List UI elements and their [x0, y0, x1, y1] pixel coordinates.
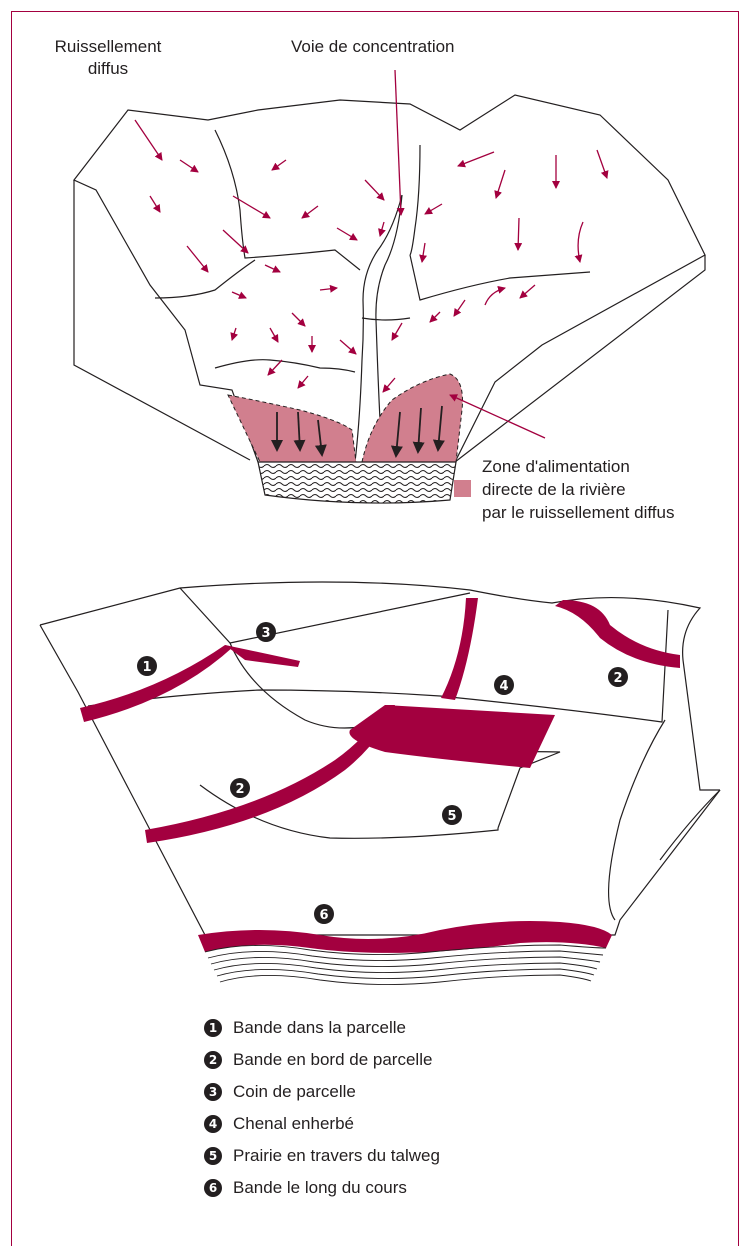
legend-label: Bande dans la parcelle	[233, 1018, 406, 1038]
legend-number: 2	[204, 1051, 222, 1069]
svg-text:2: 2	[235, 782, 244, 797]
legend-number: 4	[204, 1115, 222, 1133]
buffer-strips-diagram: 1 3 4 2 2 5 6	[0, 0, 743, 1000]
legend-number: 6	[204, 1179, 222, 1197]
legend-label: Chenal enherbé	[233, 1114, 354, 1134]
legend-label: Prairie en travers du talweg	[233, 1146, 440, 1166]
svg-text:3: 3	[261, 626, 270, 641]
legend-number: 5	[204, 1147, 222, 1165]
legend-number: 3	[204, 1083, 222, 1101]
strip-2-right	[555, 600, 680, 668]
marker-1: 1	[137, 656, 157, 676]
svg-text:2: 2	[613, 671, 622, 686]
marker-3: 3	[256, 622, 276, 642]
legend-number: 1	[204, 1019, 222, 1037]
strip-5	[349, 705, 555, 768]
legend-item: 2 Bande en bord de parcelle	[204, 1045, 440, 1075]
legend-item: 6 Bande le long du cours	[204, 1173, 440, 1203]
marker-6: 6	[314, 904, 334, 924]
svg-text:1: 1	[142, 660, 151, 675]
marker-2-left: 2	[230, 778, 250, 798]
strip-6	[198, 921, 612, 953]
legend-item: 4 Chenal enherbé	[204, 1109, 440, 1139]
legend-item: 5 Prairie en travers du talweg	[204, 1141, 440, 1171]
legend-label: Bande le long du cours	[233, 1178, 407, 1198]
strip-1	[80, 645, 233, 722]
legend-item: 3 Coin de parcelle	[204, 1077, 440, 1107]
legend: 1 Bande dans la parcelle 2 Bande en bord…	[204, 1013, 440, 1205]
marker-2-right: 2	[608, 667, 628, 687]
svg-text:6: 6	[319, 908, 328, 923]
svg-text:4: 4	[499, 679, 508, 694]
buffer-strips	[80, 598, 680, 953]
legend-label: Bande en bord de parcelle	[233, 1050, 432, 1070]
marker-4: 4	[494, 675, 514, 695]
legend-item: 1 Bande dans la parcelle	[204, 1013, 440, 1043]
map-markers: 1 3 4 2 2 5 6	[137, 622, 628, 924]
strip-4	[441, 598, 478, 700]
marker-5: 5	[442, 805, 462, 825]
legend-label: Coin de parcelle	[233, 1082, 356, 1102]
svg-text:5: 5	[447, 809, 456, 824]
